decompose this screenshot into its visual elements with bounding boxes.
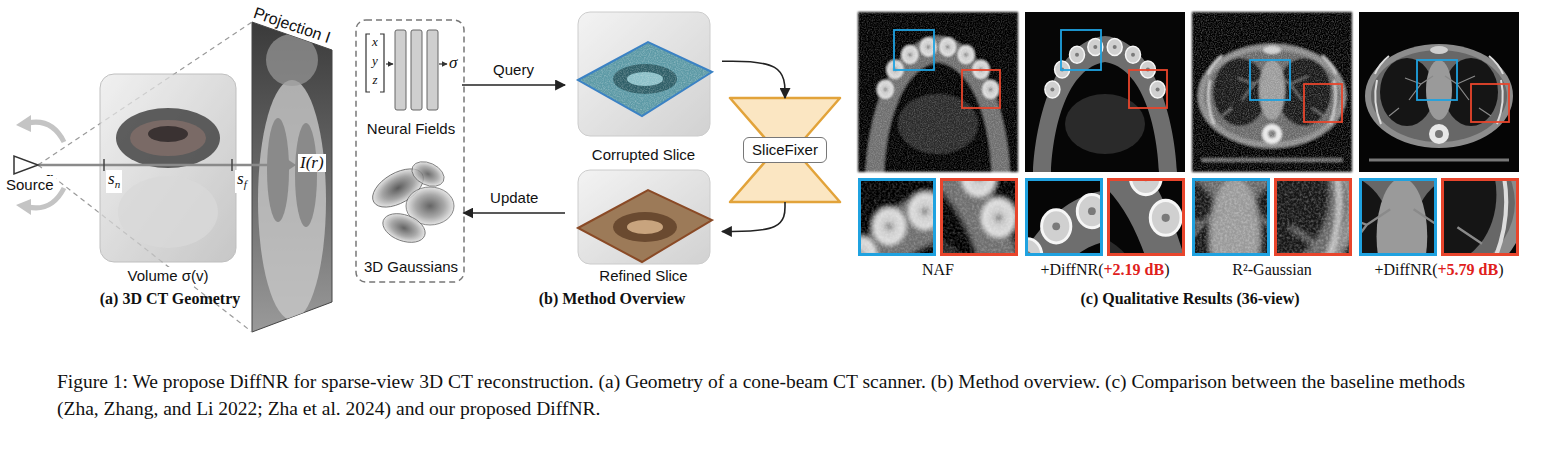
ray-arrow [38,159,296,171]
edge-label: Query [491,61,536,78]
flow-arrow [464,212,566,214]
projection-plane [252,22,332,332]
text-label: (a) 3D CT Geometry [100,290,241,307]
label-group: (c) Qualitative Results (36-view) [1080,290,1299,308]
text-label: x [372,34,378,49]
text-label: R²-Gaussian [1232,261,1311,278]
label-group: Volume σ(v) [126,267,211,285]
gaussians-icon [366,157,454,248]
edge-label: Update [488,189,540,206]
flow-arrow [462,84,565,86]
label-group: y [372,53,378,68]
label-group: sn [106,170,122,193]
ct-volume [100,74,236,262]
slice-node: Corrupted Slice [565,6,722,164]
text-label: Volume σ(v) [128,267,209,284]
figure-caption: Figure 1: We propose DiffNR for sparse-v… [57,368,1497,422]
label-group: +DiffNR(+2.19 dB) [1041,261,1170,279]
label-group: x [372,34,378,49]
text-label: +DiffNR( [1041,261,1104,278]
slicefixer-network [730,98,840,202]
text-label: z [372,72,377,87]
node-label: 3D Gaussians [364,258,458,276]
text-label: y [372,53,378,68]
text-label: NAF [922,261,954,278]
ct-results [858,12,1519,172]
text-label: +DiffNR( [1375,261,1438,278]
text-label: ) [1498,261,1503,278]
mlp-icon [366,30,447,110]
flow-arrow [722,202,785,231]
label-group: (a) 3D CT Geometry [100,290,241,308]
gaussian-node: 3D Gaussians [359,150,464,276]
text-label: s [237,169,244,188]
text-label: Source [6,176,54,193]
label-group: +DiffNR(+5.79 dB) [1375,261,1504,279]
text-label: (b) Method Overview [539,290,686,307]
label-group: I(r) [298,154,326,172]
label-group: NAF [922,261,954,279]
text-label: σ [449,53,457,72]
flow-arrow [722,61,785,98]
node-label: Neural Fields [367,120,455,138]
network-node: SliceFixer [730,98,840,202]
label-group: (b) Method Overview [539,290,686,308]
corrupted-volume [578,12,712,136]
node-label: Refined Slice [599,267,687,285]
label-group: R²-Gaussian [1232,261,1311,279]
label-group: Source [4,176,56,194]
text-label: f [244,178,247,190]
label-group: z [372,72,377,87]
x-ray-source [14,156,38,174]
text-label: +5.79 dB [1437,261,1498,278]
label-group: σ [449,54,457,72]
text-label: I(r) [300,153,324,172]
text-label: s [108,169,115,188]
text-label: n [115,178,121,190]
node-label: SliceFixer [743,137,827,163]
refined-volume [578,170,712,264]
label-group: sf [235,170,249,193]
text-label: +2.19 dB [1103,261,1164,278]
cone-beam-rays [38,22,252,332]
text-label: ) [1164,261,1169,278]
slice-node: Refined Slice [565,166,722,285]
representation-group [356,20,464,282]
text-label: (c) Qualitative Results (36-view) [1080,290,1299,307]
node-label: Corrupted Slice [592,146,695,164]
